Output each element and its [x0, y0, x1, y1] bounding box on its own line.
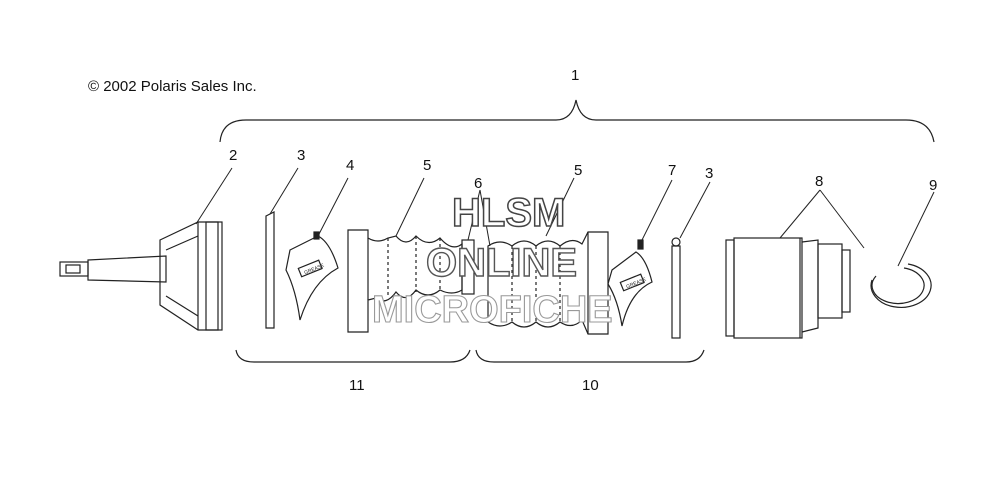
boot-right	[487, 231, 609, 335]
boot-clamp-left	[265, 211, 275, 329]
bracket-item-10	[475, 349, 705, 363]
watermark-line-1: HLSM	[452, 191, 565, 235]
leader-lines	[195, 167, 935, 267]
callout-1: 1	[571, 67, 579, 84]
callout-3-left: 3	[297, 147, 305, 164]
callout-9: 9	[929, 177, 937, 194]
callout-5-left: 5	[423, 157, 431, 174]
watermark-line-2: ONLINE	[426, 241, 577, 285]
callout-8: 8	[815, 173, 823, 190]
callout-2: 2	[229, 147, 237, 164]
copyright-notice: © 2002 Polaris Sales Inc.	[88, 78, 257, 95]
callout-11: 11	[349, 377, 365, 394]
callout-6: 6	[474, 175, 482, 192]
inner-cv-housing	[725, 237, 851, 339]
snap-ring	[870, 263, 932, 308]
callout-4: 4	[346, 157, 354, 174]
callout-7: 7	[668, 162, 676, 179]
watermark: HLSM ONLINE MICROFICHE	[371, 190, 613, 331]
callout-5-right: 5	[574, 162, 582, 179]
bracket-item-11	[235, 349, 471, 363]
grease-packet-right: GREASE	[607, 239, 653, 327]
bracket-item-1	[219, 99, 935, 143]
callout-3-right: 3	[705, 165, 713, 182]
grease-packet-left: GREASE	[285, 231, 339, 321]
watermark-line-3: MICROFICHE	[372, 289, 613, 331]
callout-10: 10	[582, 377, 599, 394]
outer-cv-joint	[59, 221, 223, 331]
boot-clamp-right	[671, 237, 681, 339]
